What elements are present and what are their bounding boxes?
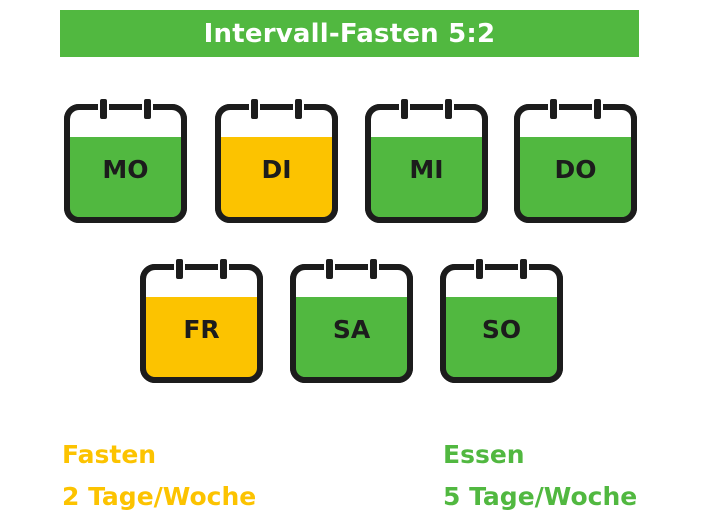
ring-tab-left (476, 259, 483, 279)
calendar-border (440, 264, 563, 383)
calendar-day-tuesday: DI (214, 99, 339, 224)
calendar-border (365, 104, 488, 223)
calendar-day-saturday: SA (289, 259, 414, 384)
title-banner: Intervall-Fasten 5:2 (60, 10, 639, 57)
calendar-fill (221, 137, 332, 217)
ring-tab-right (295, 99, 302, 119)
calendar-day-sunday: SO (439, 259, 564, 384)
ring-tab-left (176, 259, 183, 279)
calendar-icon (215, 99, 338, 223)
ring-tab-left (251, 99, 258, 119)
calendar-border (64, 104, 187, 223)
ring-tab-right (370, 259, 377, 279)
day-label: DI (261, 155, 292, 184)
ring-tab-right (445, 99, 452, 119)
calendar-fill (371, 137, 482, 217)
calendar-fill (520, 137, 631, 217)
legend-eat-subtitle: 5 Tage/Woche (443, 482, 638, 511)
calendar-day-friday: FR (139, 259, 264, 384)
legend-eat-title: Essen (443, 440, 525, 469)
calendar-icon (64, 99, 187, 223)
calendar-fill (146, 297, 257, 377)
calendar-border (290, 264, 413, 383)
day-label: FR (183, 315, 220, 344)
day-label: MO (102, 155, 149, 184)
ring-tab-left (100, 99, 107, 119)
ring-tab-right (594, 99, 601, 119)
legend-fast-title: Fasten (62, 440, 157, 469)
calendar-icon (365, 99, 488, 223)
ring-tab-right (520, 259, 527, 279)
calendar-fill (446, 297, 557, 377)
calendar-icon (514, 99, 637, 223)
legend-fast-subtitle: 2 Tage/Woche (62, 482, 257, 511)
calendar-border (514, 104, 637, 223)
page-title: Intervall-Fasten 5:2 (203, 18, 496, 49)
calendar-fill (296, 297, 407, 377)
day-label: MI (409, 155, 444, 184)
ring-tab-right (144, 99, 151, 119)
calendar-fill (70, 137, 181, 217)
ring-tab-right (220, 259, 227, 279)
ring-tab-left (326, 259, 333, 279)
calendar-border (215, 104, 338, 223)
calendar-icon (440, 259, 563, 383)
calendar-icon (290, 259, 413, 383)
calendar-day-monday: MO (63, 99, 188, 224)
calendar-day-thursday: DO (513, 99, 638, 224)
ring-tab-left (401, 99, 408, 119)
day-label: DO (554, 155, 597, 184)
ring-tab-left (550, 99, 557, 119)
calendar-border (140, 264, 263, 383)
calendar-icon (140, 259, 263, 383)
day-label: SO (481, 315, 522, 344)
calendar-day-wednesday: MI (364, 99, 489, 224)
day-label: SA (332, 315, 371, 344)
